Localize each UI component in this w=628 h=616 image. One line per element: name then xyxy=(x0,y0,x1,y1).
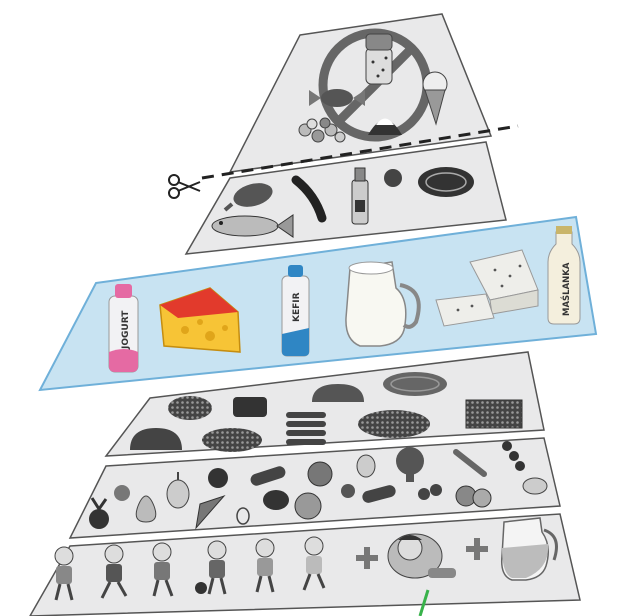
cabbage-icon xyxy=(295,493,321,519)
kefir-label: KEFIR xyxy=(292,292,302,322)
plum-icon xyxy=(208,468,228,488)
flower-icon xyxy=(114,485,130,501)
steak-icon xyxy=(418,167,474,197)
toast-icon xyxy=(233,397,267,417)
crispbread-icon xyxy=(466,400,522,428)
garlic-icon xyxy=(357,455,375,477)
walnut-icon xyxy=(384,169,402,187)
buttermilk-label: MAŚLANKA xyxy=(560,262,572,316)
kefir-bottle-icon: KEFIR xyxy=(282,265,309,356)
pasta-icon xyxy=(383,372,447,396)
parsley-icon xyxy=(341,484,355,498)
grain-icon xyxy=(202,428,262,452)
pepper-icon xyxy=(308,462,332,486)
yogurt-label: JOGURT xyxy=(121,310,131,350)
groats-icon xyxy=(358,410,430,438)
lemon-icon xyxy=(523,478,547,494)
salt-shaker-icon xyxy=(366,34,392,84)
yogurt-bottle-icon: JOGURT xyxy=(109,284,138,372)
eggplant-icon xyxy=(263,490,289,510)
scissors-icon xyxy=(169,175,200,198)
bread-roll-icon xyxy=(168,396,212,420)
